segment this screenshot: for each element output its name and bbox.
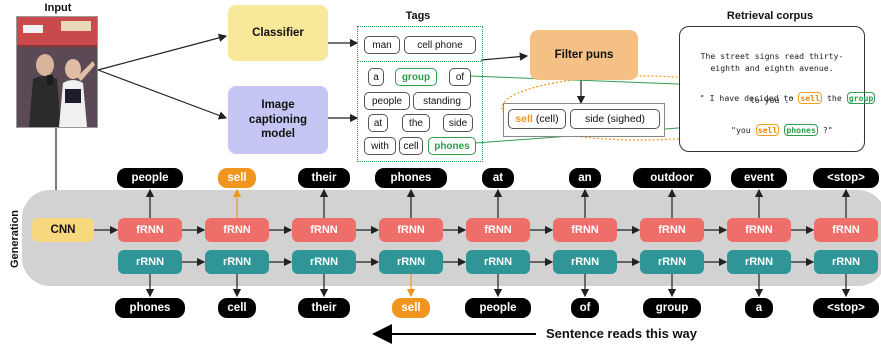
tags-panel	[357, 26, 483, 162]
captioning-box: Image captioning model	[228, 86, 328, 154]
frnn-cell: fRNN	[205, 218, 269, 242]
tag-phones: phones	[428, 137, 476, 155]
tags-divider	[357, 61, 481, 62]
cnn-label: CNN	[50, 223, 76, 236]
reverse-output-word: a	[745, 298, 773, 318]
captioning-label-3: model	[261, 128, 295, 141]
rrnn-cell: rRNN	[640, 250, 704, 274]
rrnn-cell: rRNN	[118, 250, 182, 274]
input-header: Input	[44, 2, 72, 14]
forward-output-word: outdoor	[633, 168, 711, 188]
reverse-output-word: phones	[115, 298, 185, 318]
retrieval-header: Retrieval corpus	[726, 10, 814, 22]
sentence-direction-label: Sentence reads this way	[546, 326, 698, 341]
input-photo-illustration	[17, 17, 97, 127]
tag-the: the	[402, 114, 430, 132]
corpus-line-5: "you sell phones ?"	[680, 115, 864, 145]
forward-output-word: sell	[218, 168, 256, 188]
frnn-cell: fRNN	[118, 218, 182, 242]
forward-output-word: event	[731, 168, 787, 188]
forward-output-word: <stop>	[813, 168, 879, 188]
classifier-label: Classifier	[252, 26, 304, 39]
tag-cell-phone: cell phone	[404, 36, 476, 54]
filter-label: Filter puns	[554, 48, 614, 61]
cnn-box: CNN	[32, 218, 94, 242]
filtered-pun-side: side (sighed)	[570, 109, 660, 129]
forward-output-word: people	[117, 168, 183, 188]
rrnn-cell: rRNN	[553, 250, 617, 274]
filtered-pun-sell-rest: (cell)	[532, 113, 559, 125]
corpus-line-1: The street signs read thirty-	[700, 51, 844, 61]
tag-a: a	[368, 68, 384, 86]
corpus-line-3-a: " I have decided to	[699, 93, 799, 103]
rrnn-cell: rRNN	[814, 250, 878, 274]
tag-standing: standing	[413, 92, 471, 110]
corpus-highlight-sell-1: sell	[798, 92, 823, 104]
reverse-output-word: people	[465, 298, 531, 318]
forward-output-word: their	[298, 168, 350, 188]
tag-with: with	[364, 137, 396, 155]
forward-output-word: phones	[375, 168, 447, 188]
forward-output-word: at	[482, 168, 514, 188]
rrnn-cell: rRNN	[727, 250, 791, 274]
frnn-cell: fRNN	[379, 218, 443, 242]
reverse-output-word: sell	[392, 298, 430, 318]
reverse-output-word: group	[643, 298, 701, 318]
tag-side: side	[443, 114, 473, 132]
corpus-line-2: eighth and eighth avenue.	[710, 63, 834, 73]
tag-people: people	[364, 92, 410, 110]
frnn-cell: fRNN	[466, 218, 530, 242]
corpus-highlight-sell-2: sell	[755, 124, 780, 136]
tags-header: Tags	[405, 10, 431, 22]
rrnn-cell: rRNN	[466, 250, 530, 274]
frnn-cell: fRNN	[292, 218, 356, 242]
captioning-label-2: captioning	[248, 113, 308, 126]
tag-man: man	[364, 36, 400, 54]
retrieval-corpus-box: The street signs read thirty- eighth and…	[679, 26, 876, 152]
corpus-highlight-group: group	[846, 92, 876, 104]
reverse-output-word: of	[571, 298, 599, 318]
filter-box: Filter puns	[530, 30, 638, 80]
classifier-box: Classifier	[228, 5, 328, 61]
frnn-cell: fRNN	[553, 218, 617, 242]
corpus-line-5-e: ?"	[817, 125, 833, 135]
corpus-line-4: to you ."	[749, 95, 795, 105]
rrnn-cell: rRNN	[379, 250, 443, 274]
corpus-line-3-c: the	[822, 93, 847, 103]
reverse-output-word: <stop>	[813, 298, 879, 318]
tag-cell: cell	[399, 137, 423, 155]
filtered-pun-sell: sell (cell)	[508, 109, 566, 129]
frnn-cell: fRNN	[727, 218, 791, 242]
rrnn-cell: rRNN	[292, 250, 356, 274]
corpus-line-3: " I have decided to sell the group	[680, 83, 876, 113]
tag-group: group	[395, 68, 437, 86]
corpus-line-5-a: "you	[731, 125, 756, 135]
corpus-highlight-phones: phones	[784, 124, 818, 136]
filtered-pun-sell-word: sell	[515, 113, 533, 125]
frnn-cell: fRNN	[640, 218, 704, 242]
tag-of: of	[449, 68, 471, 86]
input-photo	[16, 16, 98, 128]
reverse-output-word: cell	[218, 298, 256, 318]
rrnn-cell: rRNN	[205, 250, 269, 274]
frnn-cell: fRNN	[814, 218, 878, 242]
tag-at: at	[368, 114, 388, 132]
captioning-label-1: Image	[261, 99, 295, 112]
forward-output-word: an	[569, 168, 601, 188]
reverse-output-word: their	[298, 298, 350, 318]
